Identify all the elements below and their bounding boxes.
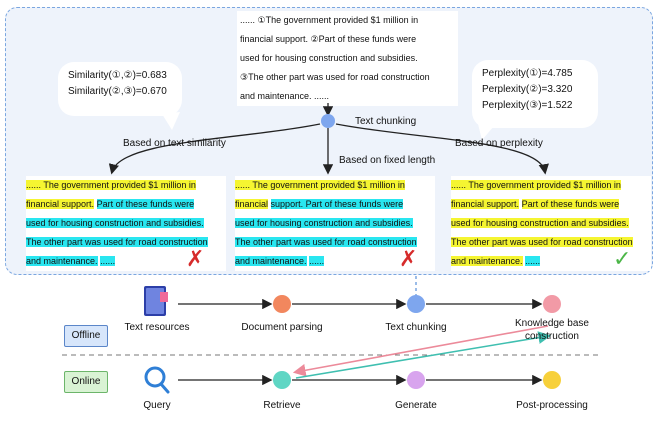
- perplexity-bubble: Perplexity(①)=4.785 Perplexity(②)=3.320 …: [472, 60, 598, 128]
- perplexity-bubble-tail: [478, 124, 494, 140]
- generate-node: [407, 371, 425, 389]
- document-parsing-node: [273, 295, 291, 313]
- branch-label-similarity: Based on text similarity: [123, 138, 226, 149]
- offline-badge: Offline: [64, 325, 108, 347]
- chunk-result-perplexity: ...... The government provided $1 millio…: [451, 176, 651, 271]
- text-chunking-label-lower: Text chunking: [385, 322, 447, 333]
- retrieve-node: [273, 371, 291, 389]
- text-chunking-node: [407, 295, 425, 313]
- similarity-branch-arrow: [108, 123, 321, 175]
- post-processing-label: Post-processing: [516, 400, 588, 411]
- online-badge: Online: [64, 371, 108, 393]
- generate-label: Generate: [395, 400, 437, 411]
- branch-label-perplexity: Based on perplexity: [455, 138, 543, 149]
- check-mark-icon: ✓: [613, 246, 632, 271]
- source-text: ...... ①The government provided $1 milli…: [237, 11, 458, 106]
- retrieve-to-kb-arrow: [295, 331, 552, 379]
- document-parsing-label: Document parsing: [241, 322, 323, 333]
- knowledge-base-label: Knowledge base construction: [515, 318, 589, 342]
- wrong-mark-icon: ✗: [186, 246, 205, 271]
- similarity-bubble: Similarity(①,②)=0.683 Similarity(②,③)=0.…: [58, 62, 182, 116]
- branch-label-fixed: Based on fixed length: [339, 155, 436, 166]
- text-chunking-label: Text chunking: [355, 116, 417, 127]
- post-processing-node: [543, 371, 561, 389]
- chunking-node: [321, 114, 335, 128]
- similarity-bubble-tail: [162, 112, 180, 130]
- query-label: Query: [143, 400, 171, 411]
- chunk-result-similarity: ...... The government provided $1 millio…: [26, 176, 226, 271]
- perplexity-branch-arrow: [335, 123, 549, 175]
- knowledge-base-node: [543, 295, 561, 313]
- kb-to-retrieve-arrow: [292, 325, 549, 377]
- search-icon: [144, 366, 170, 394]
- text-resources-label: Text resources: [124, 322, 190, 333]
- chunk-result-fixed: ...... The government provided $1 millio…: [235, 176, 435, 271]
- wrong-mark-icon: ✗: [399, 246, 418, 271]
- retrieve-label: Retrieve: [263, 400, 301, 411]
- text-resources-icon: [144, 286, 168, 316]
